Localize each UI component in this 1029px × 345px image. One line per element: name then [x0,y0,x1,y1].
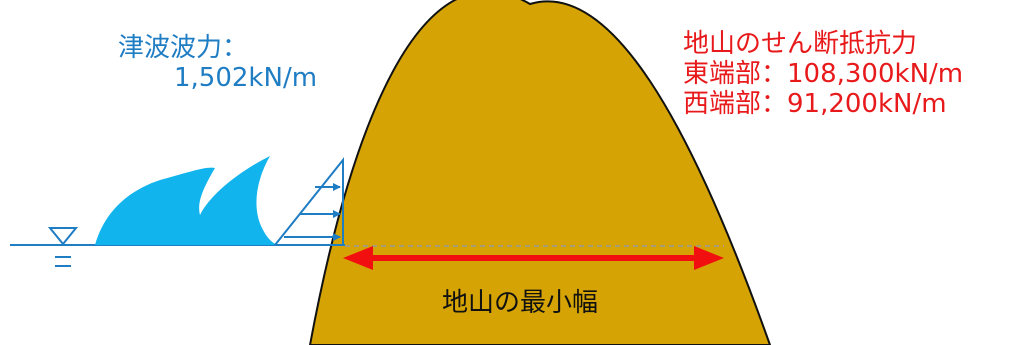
tsunami-force-label: 津波波力： 1,502kN/m [118,33,318,94]
tsunami-force-title: 津波波力： [118,33,249,63]
minimum-width-arrow [343,246,724,270]
shear-resistance-label: 地山のせん断抵抗力 東端部：108,300kN/m 西端部：91,200kN/m [683,29,964,120]
shear-resistance-title: 地山のせん断抵抗力 [683,29,918,59]
shear-resistance-west: 西端部：91,200kN/m [683,88,947,119]
tsunami-force-value: 1,502kN/m [174,62,318,93]
minimum-width-label: 地山の最小幅 [442,288,599,318]
wave-pressure-diagram [272,157,344,246]
tsunami-wave [95,156,278,245]
shear-resistance-east: 東端部：108,300kN/m [683,58,964,89]
water-level-symbol [47,227,79,267]
